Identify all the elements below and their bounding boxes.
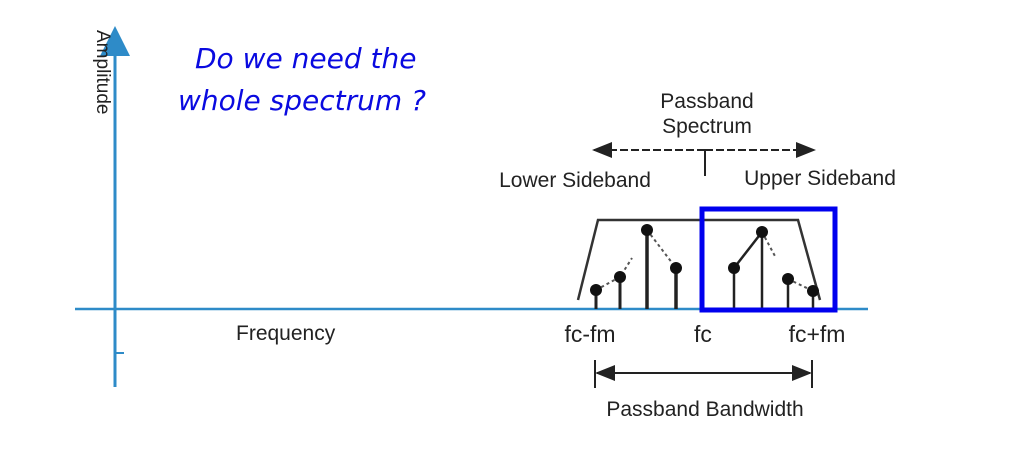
upper-sideband-label: Upper Sideband [744,167,896,190]
freq-label-center: fc [694,321,712,347]
spectral-line-dot [756,226,768,238]
spectral-line-dot [807,285,819,297]
spectral-line-dot [670,262,682,274]
y-axis-label: Amplitude [92,30,113,115]
filter-envelope [576,218,822,301]
spectral-line-dot [641,224,653,236]
passband-spectrum-line-1: Passband [660,90,753,113]
freq-label-lower: fc-fm [564,321,615,347]
spectral-lines [590,224,819,309]
spectral-line-dot [590,284,602,296]
freq-label-upper: fc+fm [789,321,846,347]
passband-spectrum-line-2: Spectrum [662,115,752,138]
upper-envelope-solid [733,231,763,269]
question-line-2: whole spectrum ? [178,84,426,117]
question-line-1: Do we need the [195,42,416,75]
spectral-line-dot [614,271,626,283]
lower-envelope-dotted [595,257,633,291]
spectral-line-dot [728,262,740,274]
lower-sideband-label: Lower Sideband [499,169,651,192]
lower-envelope-dotted-2 [646,229,677,269]
upper-envelope-dotted [761,231,777,259]
upper-envelope-dotted-2 [787,278,814,292]
upper-sideband-highlight [699,206,838,313]
spectral-line-dot [782,273,794,285]
x-axis-label: Frequency [236,322,336,345]
bandwidth-label: Passband Bandwidth [606,398,803,421]
